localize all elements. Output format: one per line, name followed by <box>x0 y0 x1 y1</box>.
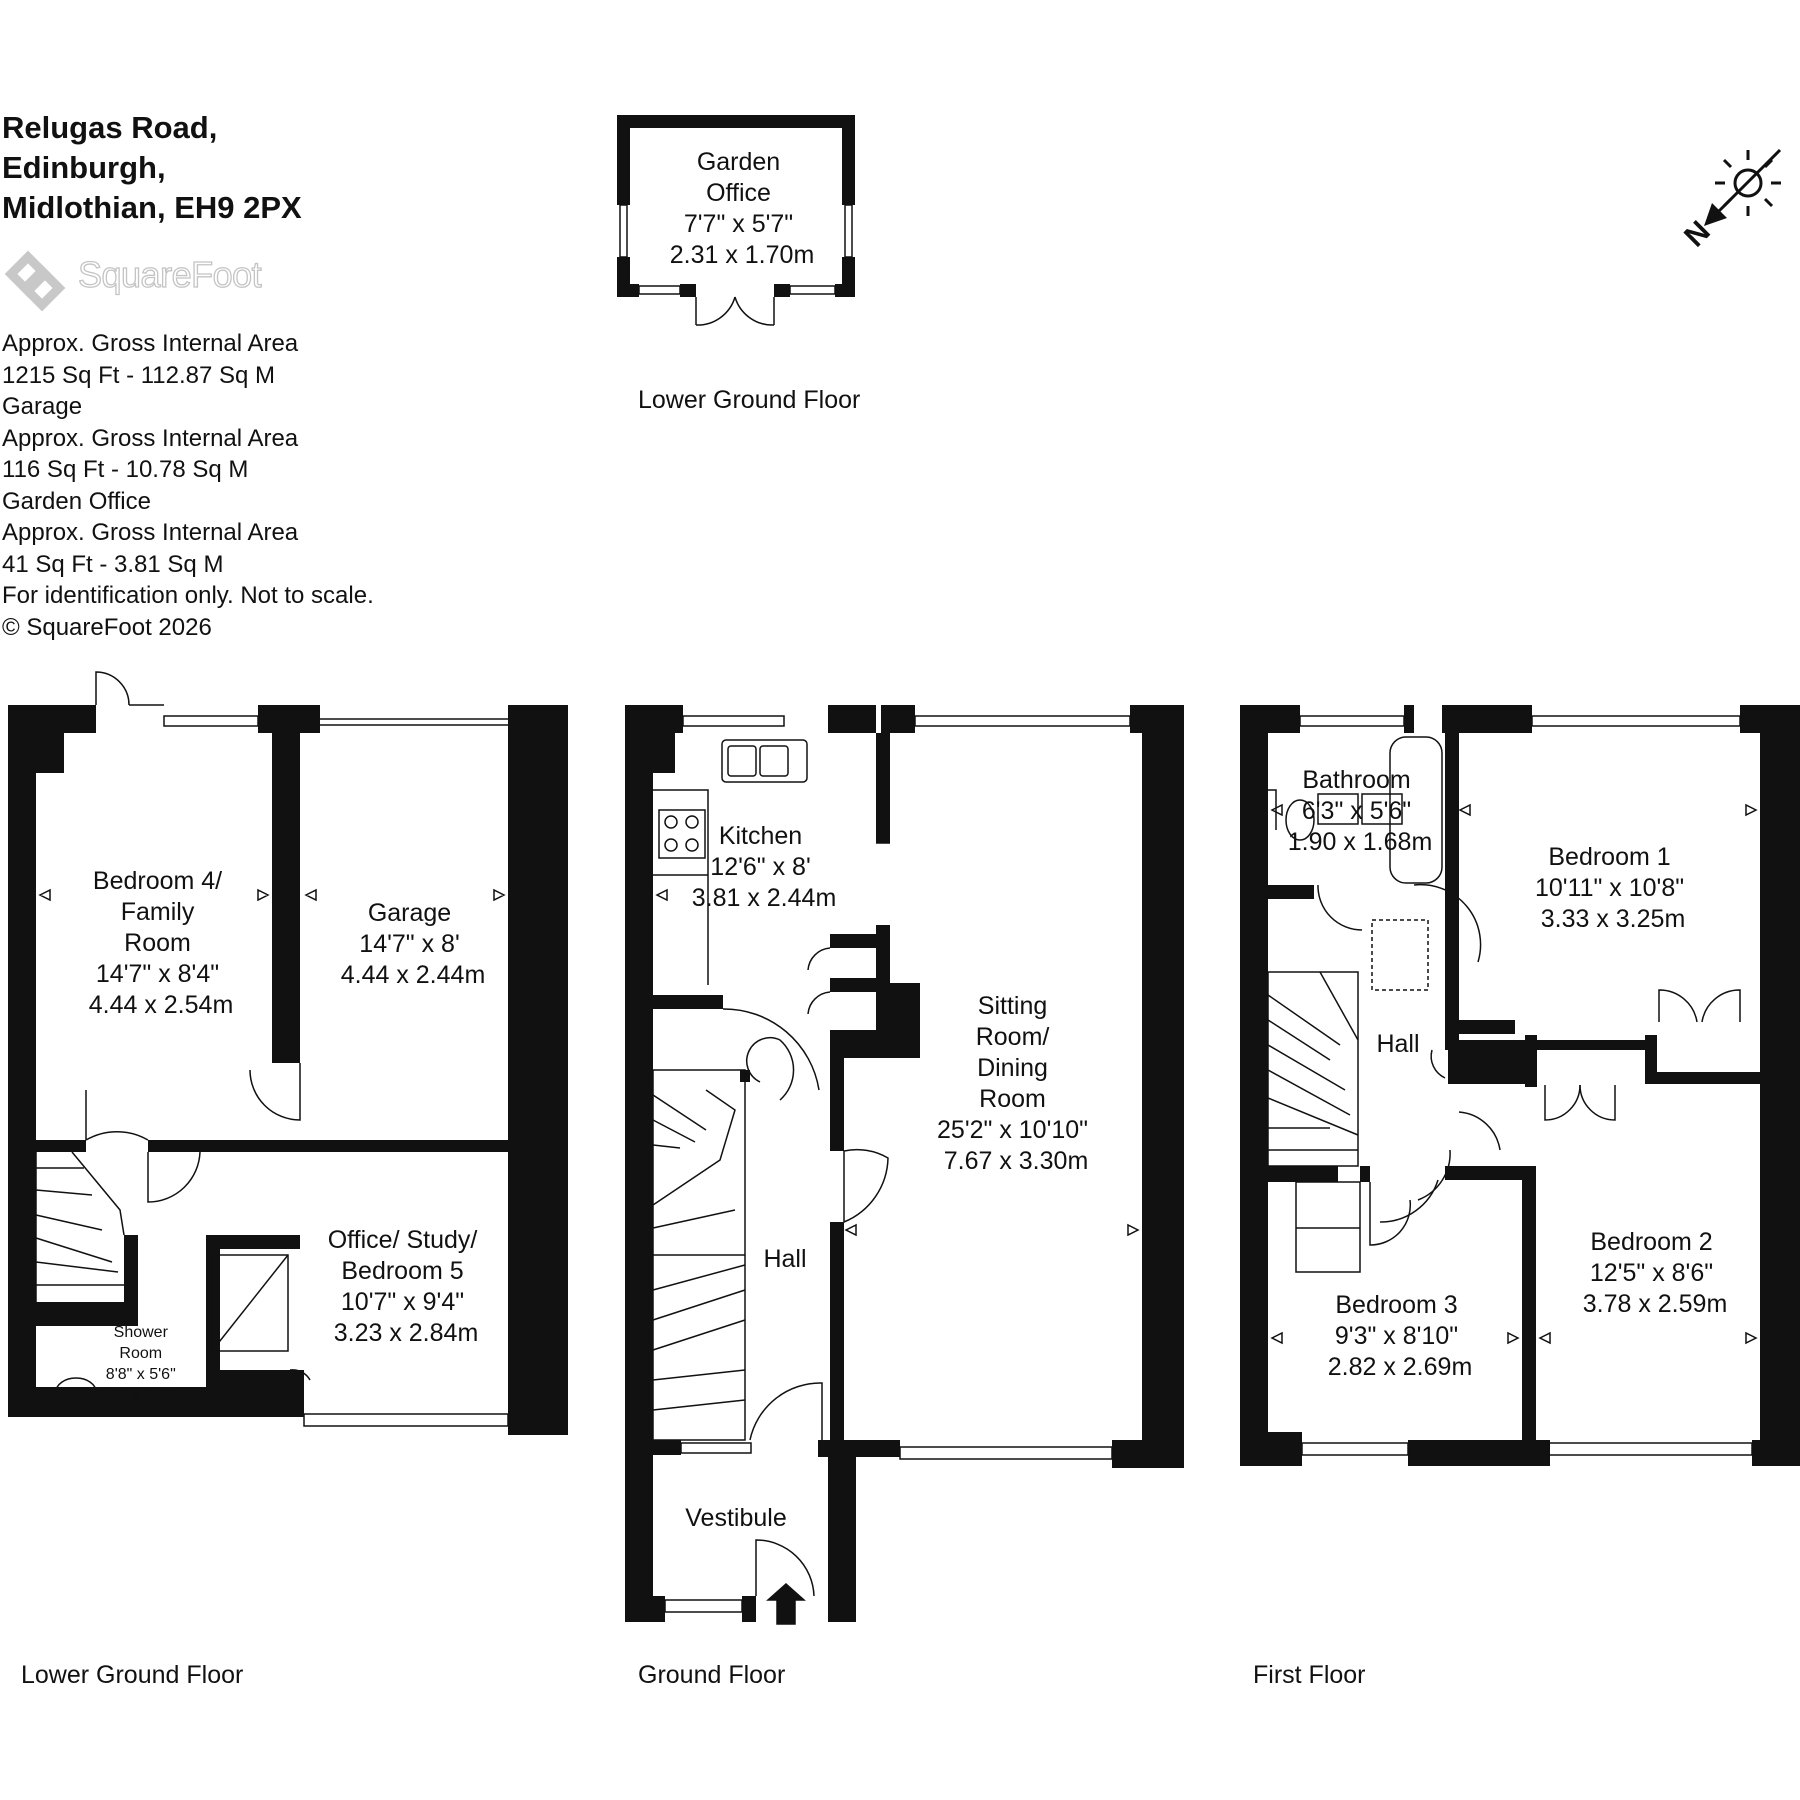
room-name: Office <box>706 179 771 207</box>
room-name: Bedroom 4/ <box>93 867 222 895</box>
hall-ground-label: Hall <box>763 1245 806 1273</box>
address-line-1: Relugas Road, <box>2 110 218 145</box>
room-name: Kitchen <box>719 822 802 850</box>
area-line: Approx. Gross Internal Area <box>2 330 299 357</box>
area-line: Approx. Gross Internal Area <box>2 519 299 546</box>
room-size-imperial: 6'3" x 5'6" <box>1302 797 1411 825</box>
area-line: Garage <box>2 393 83 420</box>
area-summary: Approx. Gross Internal Area 1215 Sq Ft -… <box>2 328 374 643</box>
logo-text: SquareFoot <box>77 253 262 295</box>
area-line: Garden Office <box>2 487 151 515</box>
room-name: Bedroom 2 <box>1590 1228 1712 1256</box>
shower-room-label: Shower Room 8'8" x 5'6" 2.64 x 1.68m <box>97 1324 190 1404</box>
sitting-room-label: Sitting Room/ Dining Room 25'2" x 10'10"… <box>937 992 1095 1175</box>
ground-floor-plan <box>625 705 1184 1625</box>
room-size-metric: 4.44 x 2.54m <box>89 991 234 1019</box>
room-size-imperial: 25'2" x 10'10" <box>937 1116 1088 1144</box>
room-size-imperial: 10'7" x 9'4" <box>341 1288 464 1316</box>
room-name: Sitting <box>978 992 1047 1020</box>
room-size-imperial: 7'7" x 5'7" <box>684 210 793 238</box>
disclaimer: For identification only. Not to scale. <box>2 582 374 609</box>
room-size-imperial: 10'11" x 10'8" <box>1535 874 1684 902</box>
copyright: © SquareFoot 2026 <box>2 613 212 641</box>
garden-office-room-label: Garden Office 7'7" x 5'7" 2.31 x 1.70m <box>670 148 815 269</box>
first-floor-plan <box>1240 705 1800 1466</box>
room-name: Office/ Study/ <box>328 1226 478 1254</box>
room-size-imperial: 9'3" x 8'10" <box>1335 1322 1458 1350</box>
room-name: Dining <box>977 1054 1048 1082</box>
hall-first-label: Hall <box>1376 1030 1419 1058</box>
office-room-label: Office/ Study/ Bedroom 5 10'7" x 9'4" 3.… <box>328 1226 485 1347</box>
floor-label-first: First Floor <box>1253 1661 1366 1689</box>
property-address: Relugas Road, Edinburgh, Midlothian, EH9… <box>2 108 302 228</box>
room-name: Bedroom 5 <box>341 1257 463 1285</box>
room-size-metric: 3.23 x 2.84m <box>334 1319 479 1347</box>
room-size-metric: 2.64 x 1.68m <box>97 1387 190 1404</box>
bedroom-3-room-label: Bedroom 3 9'3" x 8'10" 2.82 x 2.69m <box>1328 1291 1473 1381</box>
address-line-3: Midlothian, EH9 2PX <box>2 190 302 225</box>
vestibule-label: Vestibule <box>685 1504 786 1532</box>
room-name: Room <box>119 1345 162 1362</box>
garage-room-label: Garage 14'7" x 8' 4.44 x 2.44m <box>341 899 486 989</box>
bedroom-2-room-label: Bedroom 2 12'5" x 8'6" 3.78 x 2.59m <box>1583 1228 1728 1318</box>
floor-label-garden-office: Lower Ground Floor <box>638 386 860 414</box>
area-line: 116 Sq Ft - 10.78 Sq M <box>2 456 249 483</box>
area-line: Approx. Gross Internal Area <box>2 424 299 452</box>
room-size-metric: 3.33 x 3.25m <box>1541 905 1686 933</box>
room-size-imperial: 8'8" x 5'6" <box>106 1366 176 1383</box>
lower-ground-floor-plan <box>8 671 568 1435</box>
room-name: Garden <box>697 148 780 176</box>
area-line: 41 Sq Ft - 3.81 Sq M <box>2 550 224 578</box>
room-size-metric: 4.44 x 2.44m <box>341 961 486 989</box>
bedroom-1-room-label: Bedroom 1 10'11" x 10'8" 3.33 x 3.25m <box>1535 843 1691 933</box>
room-name: Room/ <box>976 1023 1050 1051</box>
room-name: Shower <box>114 1324 169 1341</box>
kitchen-room-label: Kitchen 12'6" x 8' 3.81 x 2.44m <box>692 822 837 912</box>
room-size-metric: 3.78 x 2.59m <box>1583 1290 1728 1318</box>
room-name: Bedroom 1 <box>1548 843 1670 871</box>
room-size-imperial: 12'6" x 8' <box>710 853 810 881</box>
room-size-imperial: 12'5" x 8'6" <box>1590 1259 1713 1287</box>
room-size-metric: 2.82 x 2.69m <box>1328 1353 1473 1381</box>
room-name: Bedroom 3 <box>1335 1291 1457 1319</box>
room-size-metric: 3.81 x 2.44m <box>692 884 837 912</box>
logo-mark-icon <box>4 250 66 312</box>
address-line-2: Edinburgh, <box>2 150 166 185</box>
squarefoot-logo: SquareFoot <box>2 248 292 320</box>
bathroom-room-label: Bathroom 6'3" x 5'6" 1.90 x 1.68m <box>1288 766 1433 856</box>
room-size-metric: 2.31 x 1.70m <box>670 241 815 269</box>
bedroom-4-room-label: Bedroom 4/ Family Room 14'7" x 8'4" 4.44… <box>89 867 234 1019</box>
room-name: Garage <box>368 899 451 927</box>
room-size-imperial: 14'7" x 8' <box>359 930 459 958</box>
room-name: Room <box>124 929 191 957</box>
room-name: Bathroom <box>1302 766 1410 794</box>
room-name: Family <box>121 898 195 926</box>
area-line: 1215 Sq Ft - 112.87 Sq M <box>2 361 276 389</box>
compass-icon <box>1704 148 1782 226</box>
room-size-imperial: 14'7" x 8'4" <box>96 960 219 988</box>
garden-office-plan <box>617 115 855 326</box>
room-size-metric: 7.67 x 3.30m <box>944 1147 1089 1175</box>
floor-label-lower-ground: Lower Ground Floor <box>21 1661 243 1689</box>
room-size-metric: 1.90 x 1.68m <box>1288 828 1433 856</box>
floor-label-ground: Ground Floor <box>638 1661 785 1689</box>
room-name: Room <box>979 1085 1046 1113</box>
